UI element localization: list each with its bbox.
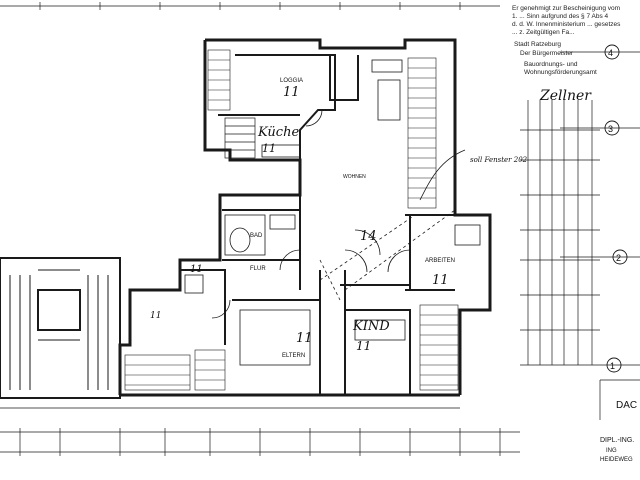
- room-kueche: Küche: [257, 125, 299, 140]
- dimension-ladder-right: [520, 51, 640, 420]
- room-loggia-num: 11: [283, 85, 300, 100]
- axis-marker-1: 1: [610, 361, 615, 371]
- dimension-chain-top: [0, 2, 500, 10]
- stamp-line-1: Er genehmigt zur Bescheinigung vom: [512, 5, 620, 12]
- stamp-line-5: Stadt Ratzeburg: [514, 41, 561, 48]
- title-line-2: ING: [606, 448, 617, 454]
- dashed-diagonals: [319, 209, 456, 301]
- axis-marker-4: 4: [608, 48, 613, 58]
- room-kueche-num: 11: [262, 142, 276, 155]
- room-left-num: 11: [150, 311, 161, 321]
- room-bad: BAD: [250, 233, 263, 239]
- axis-marker-3: 3: [608, 124, 613, 134]
- axis-markers: 4 3 2 1: [608, 48, 621, 371]
- room-arbeiten-num: 11: [432, 273, 449, 288]
- title-dach: DAC: [616, 400, 637, 411]
- interior-walls: [180, 54, 455, 395]
- left-staircase: [0, 257, 121, 399]
- title-line-3: HEIDEWEG: [600, 457, 633, 463]
- stamp-line-3: d. d. W. Innenministerium ... gesetzes: [512, 21, 621, 28]
- stamp-line-4: ... z. Zeitgültigen Fa...: [512, 29, 575, 36]
- room-arbeiten: ARBEITEN: [425, 258, 455, 264]
- stamp-line-2: 1. ... Sinn aufgrund des § 7 Abs 4: [512, 13, 609, 20]
- stamp-line-7: Bauordnungs- und: [524, 61, 578, 68]
- title-block: DAC DIPL.-ING. ING HEIDEWEG: [600, 400, 637, 463]
- room-flur-num: 11: [190, 264, 203, 275]
- handwritten-note: soll Fenster 202: [470, 156, 528, 164]
- room-wohnen-num: 14: [360, 229, 377, 244]
- title-line-1: DIPL.-ING.: [600, 437, 634, 444]
- door-swings: [211, 109, 411, 319]
- room-flur: FLUR: [250, 266, 266, 272]
- room-wohnen: WOHNEN: [343, 174, 366, 180]
- room-eltern: ELTERN: [282, 353, 305, 359]
- room-kind-num: 11: [356, 339, 371, 353]
- dimension-chain-bottom: [0, 407, 520, 456]
- room-kind: KIND: [352, 319, 390, 334]
- stamp-signature: Zellner: [539, 88, 592, 104]
- approval-stamp: Er genehmigt zur Bescheinigung vom 1. ..…: [512, 5, 621, 104]
- room-labels: LOGGIA 11 Küche 11 WOHNEN 14 BAD FLUR 11…: [150, 78, 528, 359]
- kitchen-stair: [224, 117, 256, 159]
- annotation-arrow: [419, 149, 466, 201]
- room-eltern-num: 11: [296, 331, 313, 346]
- fixtures: [184, 59, 481, 366]
- roof-slope-hatching: [124, 49, 459, 391]
- exterior-walls: [118, 38, 492, 397]
- stamp-line-8: Wohnungsförderungsamt: [524, 69, 597, 76]
- axis-marker-circles: [604, 44, 628, 373]
- stamp-line-6: Der Bürgermeister: [520, 50, 574, 57]
- room-loggia: LOGGIA: [280, 78, 303, 84]
- axis-marker-2: 2: [616, 253, 621, 263]
